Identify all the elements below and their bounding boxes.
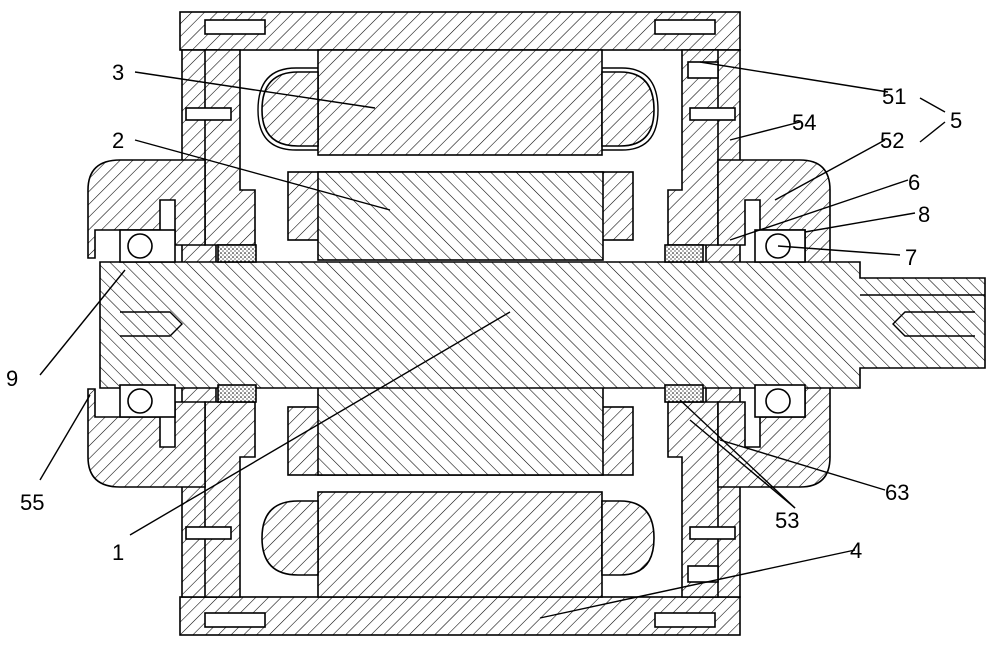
label-63: 63 [885,480,909,505]
label-2: 2 [112,128,124,153]
bearing-right [754,229,806,418]
label-9: 9 [6,366,18,391]
shaft [99,261,986,389]
label-6: 6 [908,170,920,195]
label-1: 1 [112,540,124,565]
bearing-left [119,229,176,418]
end-cap-right [667,49,719,598]
bolts [185,19,736,628]
stator [257,49,659,598]
bearing-housing-right [717,159,831,488]
label-4: 4 [850,538,862,563]
label-3: 3 [112,60,124,85]
label-7: 7 [905,245,917,270]
label-55: 55 [20,490,44,515]
seal-rings [217,244,704,403]
end-cap-left [204,49,256,598]
label-52: 52 [880,128,904,153]
label-54: 54 [792,110,816,135]
label-8: 8 [918,202,930,227]
label-5: 5 [950,108,962,133]
label-51: 51 [882,84,906,109]
rotor [287,171,634,476]
label-53: 53 [775,508,799,533]
leader-lines [39,61,946,619]
